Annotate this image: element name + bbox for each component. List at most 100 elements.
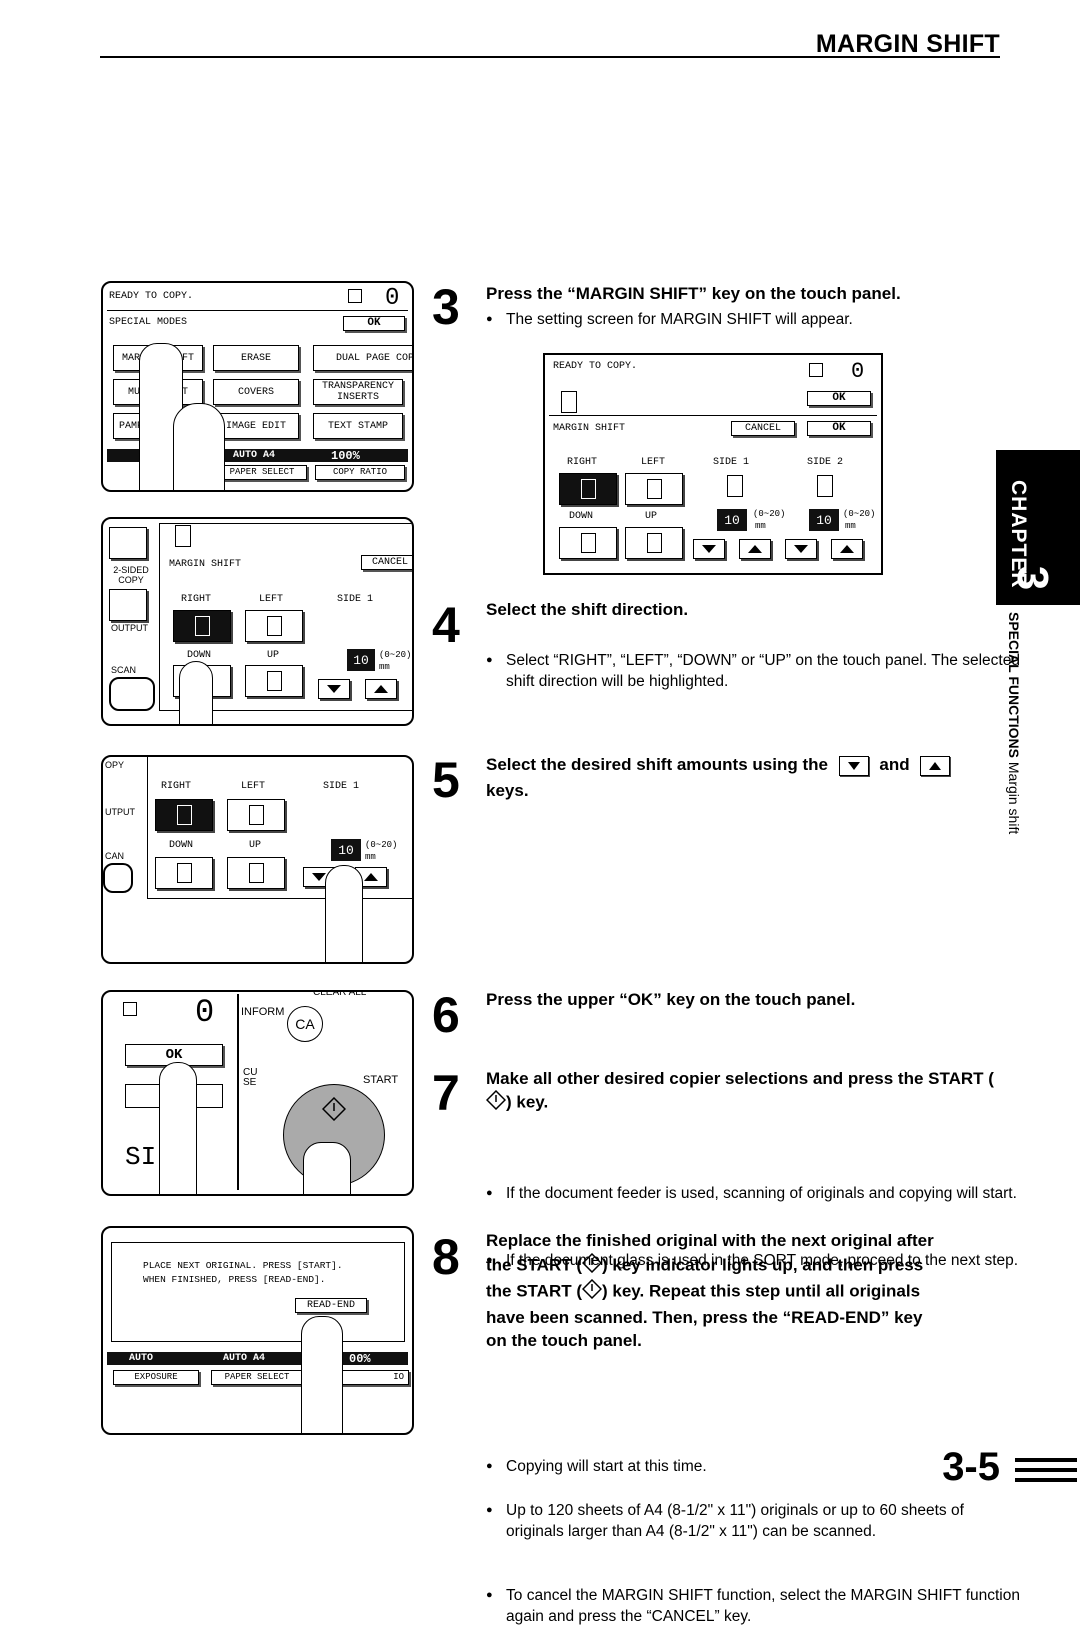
cancel-button[interactable]: CANCEL	[361, 555, 412, 570]
copy-count: 0	[851, 359, 865, 384]
ok-button-upper[interactable]: OK	[807, 391, 871, 406]
up-key[interactable]	[245, 665, 303, 697]
message-line-1: PLACE NEXT ORIGINAL. PRESS [START].	[143, 1260, 343, 1271]
step-heading: Select the shift direction.	[486, 600, 689, 619]
step8-line-3a: the START (	[486, 1281, 583, 1301]
scan-key[interactable]	[103, 863, 133, 893]
step-number: 5	[432, 752, 460, 808]
message-box	[111, 1242, 405, 1342]
partial-label: SI	[125, 1142, 157, 1172]
step8-line-1: Replace the finished original with the n…	[486, 1231, 934, 1250]
exposure-key[interactable]: EXPOSURE	[113, 1370, 199, 1385]
scan-key[interactable]	[109, 677, 155, 711]
up-key[interactable]	[625, 527, 683, 559]
mode-title: SPECIAL MODES	[109, 317, 188, 328]
down-label: DOWN	[187, 650, 212, 661]
page-number-bar	[1015, 1478, 1077, 1482]
step-bullet: Copying will start at this time.	[486, 1456, 1020, 1477]
text-stamp-key[interactable]: TEXT STAMP	[313, 413, 403, 439]
copy-icon	[123, 1002, 137, 1016]
paper-select-key[interactable]: PAPER SELECT	[217, 465, 307, 480]
scan-label: SCAN	[111, 665, 137, 675]
start-icon	[581, 1278, 603, 1306]
scan-label: CAN	[105, 851, 125, 861]
copy-ratio-value: 100%	[331, 449, 360, 463]
two-sided-copy-key[interactable]	[109, 527, 147, 559]
left-key[interactable]	[625, 473, 683, 505]
step-heading: Make all other desired copier selections…	[485, 1067, 1000, 1116]
start-label: START	[363, 1074, 399, 1086]
step-number: 6	[432, 987, 460, 1043]
step5-heading-and: and	[879, 755, 910, 774]
right-label: RIGHT	[181, 594, 212, 605]
unit-label: mm	[379, 662, 390, 672]
step8-line-3b: ) key. Repeat this step until all origin…	[602, 1281, 921, 1301]
side1-up-arrow-key[interactable]	[739, 539, 771, 559]
ok-button-lower[interactable]: OK	[807, 421, 871, 436]
right-label: RIGHT	[161, 781, 192, 792]
left-key[interactable]	[245, 610, 303, 642]
two-sided-label: 2-SIDED COPY	[113, 565, 149, 585]
divider	[237, 994, 239, 1190]
margin-shift-main-screen: READY TO COPY. 0 OK MARGIN SHIFT CANCEL …	[543, 353, 883, 575]
step-number: 7	[432, 1065, 460, 1121]
copy-count: 0	[195, 994, 215, 1031]
left-key[interactable]	[227, 799, 285, 831]
copy-count: 0	[385, 285, 400, 312]
left-label: LEFT	[241, 781, 266, 792]
range-label: (0~20)	[379, 650, 412, 660]
step-bullet: Up to 120 sheets of A4 (8-1/2" x 11") or…	[486, 1500, 1020, 1542]
paper-select-key[interactable]: PAPER SELECT	[211, 1370, 303, 1385]
side1-label: SIDE 1	[323, 781, 360, 792]
finger-illustration	[173, 403, 225, 490]
output-key[interactable]	[109, 589, 147, 621]
paper-size: AUTO A4	[223, 1353, 266, 1364]
step7-heading-b: ) key.	[506, 1092, 549, 1112]
up-arrow-key[interactable]	[365, 679, 397, 699]
original-icon	[561, 391, 577, 413]
down-label: DOWN	[169, 840, 194, 851]
covers-key[interactable]: COVERS	[213, 379, 299, 405]
section-name: SPECIAL FUNCTIONS	[1006, 612, 1022, 758]
finger-illustration	[303, 1142, 351, 1194]
page-number: 3-5	[942, 1445, 1000, 1489]
shift-amount-value: 10	[347, 649, 375, 671]
clear-all-button[interactable]: CA	[287, 1006, 323, 1042]
copy-ratio-value: 00%	[349, 1352, 371, 1366]
side2-icon	[817, 475, 833, 497]
image-edit-key[interactable]: IMAGE EDIT	[213, 413, 299, 439]
step-bullet: If the document feeder is used, scanning…	[486, 1183, 1020, 1204]
ok-button[interactable]: OK	[343, 316, 405, 331]
up-key[interactable]	[227, 857, 285, 889]
side2-down-arrow-key[interactable]	[785, 539, 817, 559]
down-key[interactable]	[559, 527, 617, 559]
dual-page-copy-key[interactable]: DUAL PAGE COPY	[313, 345, 412, 371]
right-label: RIGHT	[567, 457, 598, 468]
output-label: OUTPUT	[111, 623, 148, 633]
margin-shift-screen-step5: OPY UTPUT CAN RIGHT LEFT SIDE 1 DOWN UP …	[101, 755, 414, 964]
info-label: INFORM	[241, 1006, 285, 1018]
down-arrow-icon	[838, 755, 869, 776]
read-end-button[interactable]: READ-END	[295, 1298, 367, 1313]
step5-heading-b: keys.	[486, 781, 529, 800]
down-key[interactable]	[155, 857, 213, 889]
step-heading: Select the desired shift amounts using t…	[486, 753, 951, 776]
cancel-button[interactable]: CANCEL	[731, 421, 795, 436]
status-text: READY TO COPY.	[553, 361, 638, 372]
copy-ratio-key[interactable]: COPY RATIO	[315, 465, 405, 480]
right-key[interactable]	[155, 799, 213, 831]
step-heading: Press the “MARGIN SHIFT” key on the touc…	[486, 284, 901, 303]
down-arrow-key[interactable]	[318, 679, 350, 699]
erase-key[interactable]: ERASE	[213, 345, 299, 371]
right-key[interactable]	[173, 610, 231, 642]
side2-unit-label: mm	[845, 521, 856, 531]
step-number: 3	[432, 279, 460, 335]
side2-range-label: (0~20)	[843, 509, 876, 519]
transparency-inserts-key[interactable]: TRANSPARENCY INSERTS	[313, 379, 403, 405]
finger-illustration	[159, 1062, 197, 1194]
side2-up-arrow-key[interactable]	[831, 539, 863, 559]
up-label: UP	[249, 840, 262, 851]
right-key[interactable]	[559, 473, 617, 505]
panel-title: MARGIN SHIFT	[169, 559, 242, 570]
side1-down-arrow-key[interactable]	[693, 539, 725, 559]
